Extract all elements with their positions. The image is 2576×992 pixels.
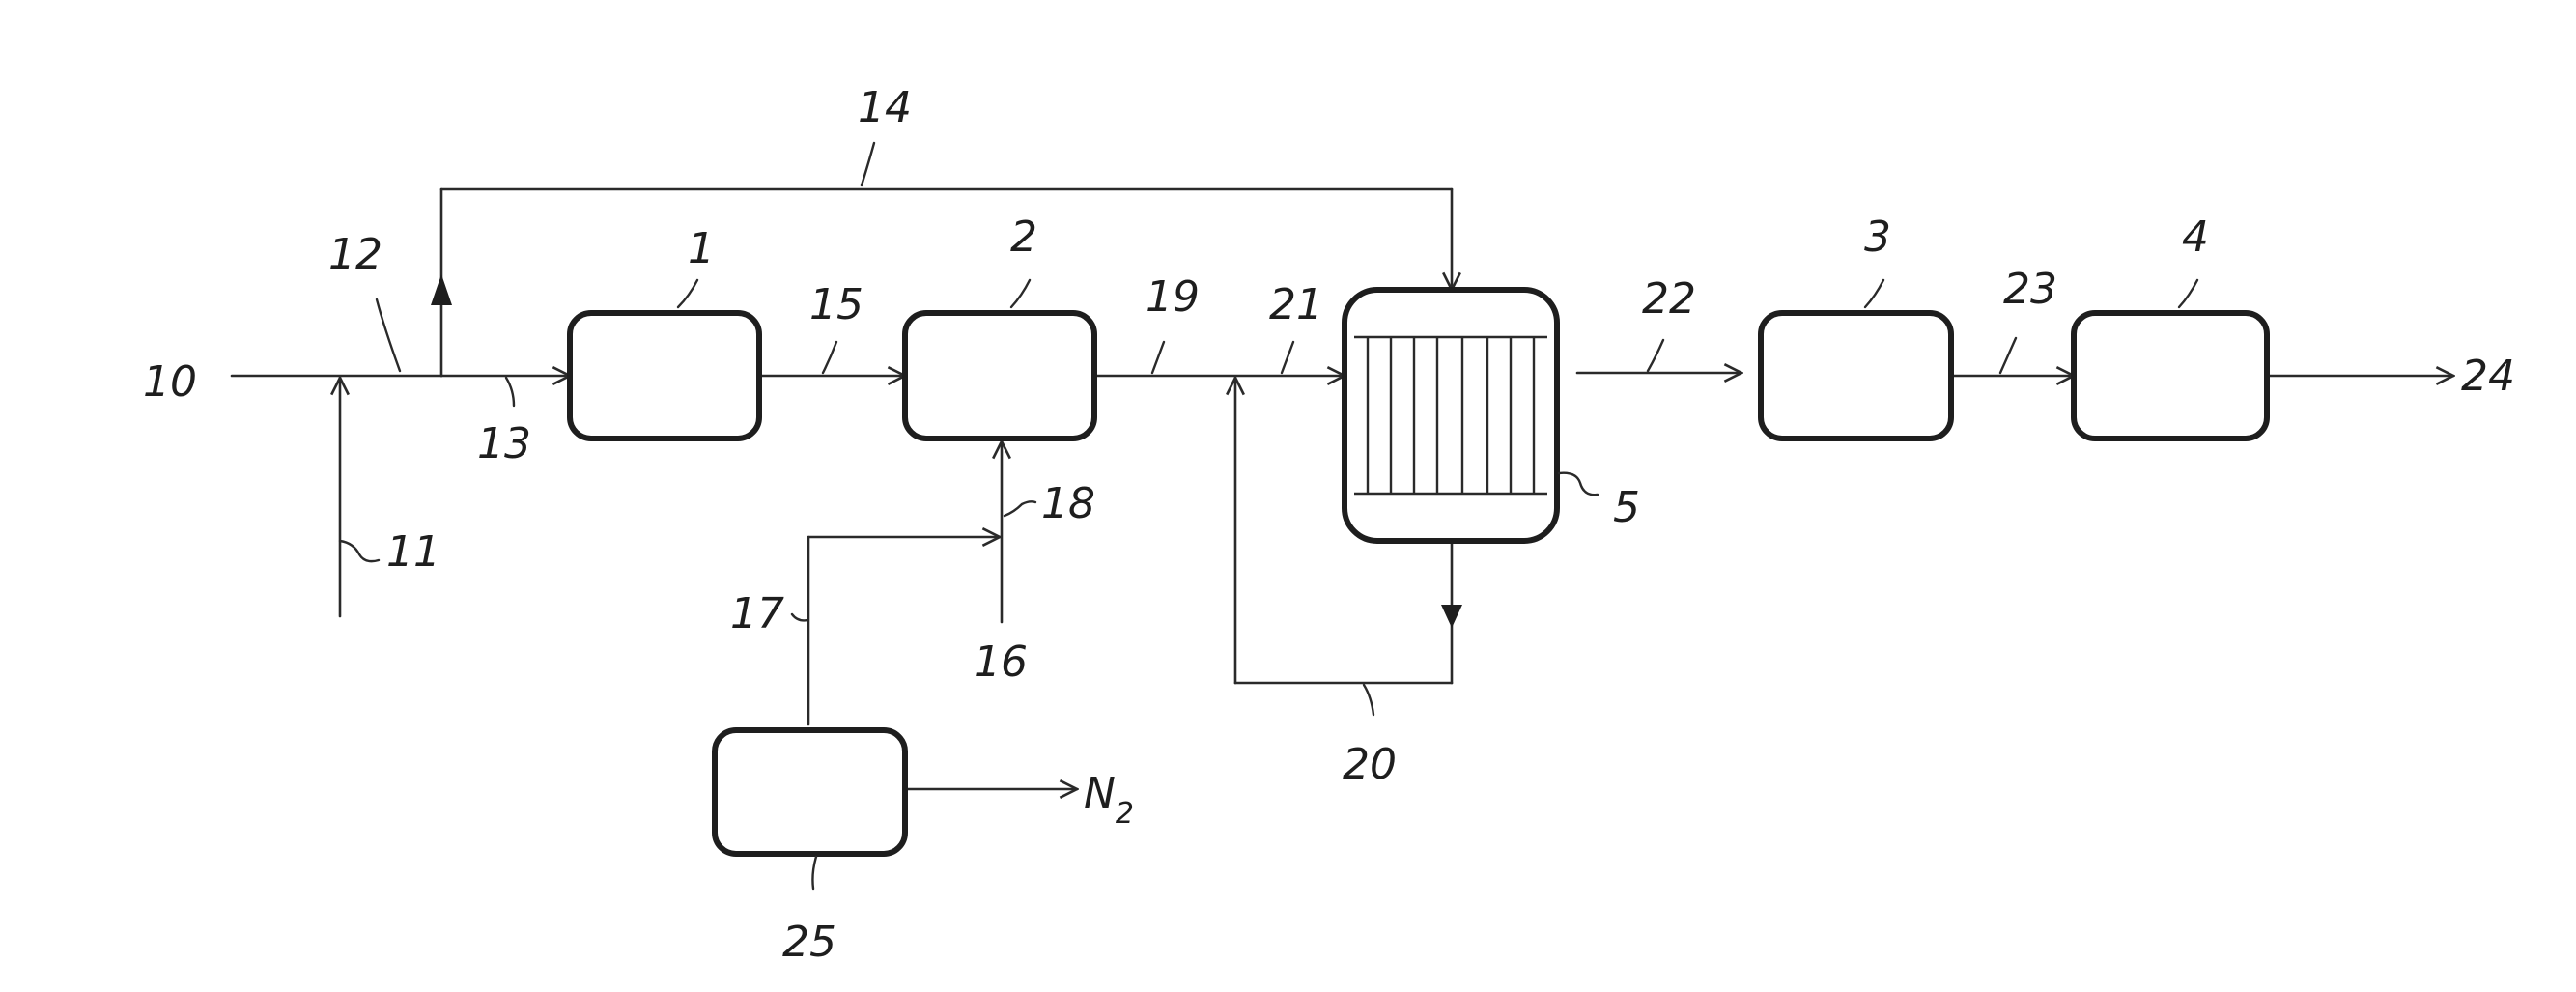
label-2: 2 xyxy=(1010,213,1037,262)
leader-23 xyxy=(2000,338,2016,373)
label-25: 25 xyxy=(782,918,836,967)
label-10: 10 xyxy=(143,357,197,407)
label-16: 16 xyxy=(974,638,1028,687)
unit-3-box xyxy=(1761,313,1951,439)
label-24: 24 xyxy=(2461,352,2515,401)
reactor-5 xyxy=(1345,290,1557,541)
leader-2 xyxy=(1011,280,1030,307)
label-23: 23 xyxy=(2003,265,2057,314)
label-3: 3 xyxy=(1864,213,1891,262)
nitrogen-symbol: N xyxy=(1084,769,1116,818)
label-12: 12 xyxy=(328,230,382,279)
leader-1 xyxy=(678,280,697,307)
label-1: 1 xyxy=(688,224,715,273)
leader-3 xyxy=(1865,280,1883,307)
label-11: 11 xyxy=(386,527,440,577)
leader-13 xyxy=(506,378,514,406)
label-17: 17 xyxy=(730,589,784,638)
leader-5 xyxy=(1559,473,1598,496)
leader-22 xyxy=(1648,340,1663,371)
reference-numerals: 1 2 3 4 5 10 11 12 13 14 15 16 17 18 19 … xyxy=(143,83,2515,967)
label-13: 13 xyxy=(477,419,531,468)
nitrogen-label: N2 xyxy=(1084,769,1134,831)
leader-15 xyxy=(823,342,836,373)
process-units xyxy=(570,290,2267,854)
label-20: 20 xyxy=(1343,740,1397,789)
leader-14 xyxy=(862,143,874,185)
label-21: 21 xyxy=(1269,280,1323,329)
leader-11 xyxy=(340,541,379,561)
label-14: 14 xyxy=(858,83,912,132)
stream-14-arrowhead xyxy=(431,274,452,305)
leader-lines xyxy=(340,143,2197,889)
leader-21 xyxy=(1282,342,1293,373)
nitrogen-subscript: 2 xyxy=(1116,797,1134,831)
leader-4 xyxy=(2179,280,2197,307)
unit-25-box xyxy=(715,730,905,854)
leader-20 xyxy=(1364,685,1373,715)
leader-19 xyxy=(1152,342,1164,373)
label-4: 4 xyxy=(2182,213,2209,262)
label-18: 18 xyxy=(1041,479,1095,528)
stream-20-arrowhead xyxy=(1441,605,1462,628)
leader-12 xyxy=(377,299,400,371)
leader-25 xyxy=(812,857,816,889)
label-5: 5 xyxy=(1613,483,1640,532)
unit-1-box xyxy=(570,313,759,439)
leader-17 xyxy=(792,614,807,620)
label-15: 15 xyxy=(809,280,863,329)
reactor-5-shell xyxy=(1345,290,1557,541)
label-22: 22 xyxy=(1642,274,1696,324)
unit-2-box xyxy=(905,313,1094,439)
leader-18 xyxy=(1005,501,1035,516)
unit-4-box xyxy=(2074,313,2267,439)
label-19: 19 xyxy=(1146,272,1200,322)
